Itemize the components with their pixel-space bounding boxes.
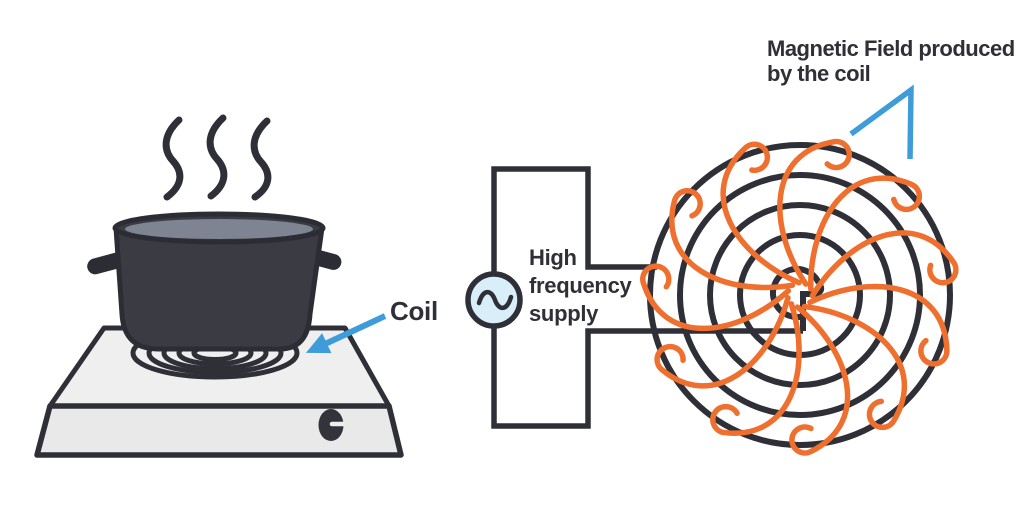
- sine-wave-icon: [476, 289, 514, 311]
- cooking-pot: [87, 211, 342, 352]
- circuit-wires: [491, 166, 803, 429]
- magnetic-field-lines: [640, 138, 959, 456]
- pot-rim-inner: [125, 219, 313, 239]
- magnetic-field-label: Magnetic Field produced by the coil: [767, 36, 1015, 86]
- stove-front-panel: [34, 403, 404, 458]
- pot-body: [113, 225, 325, 352]
- stovetop-coil: [130, 326, 300, 380]
- high-frequency-supply-label: High frequency supply: [529, 245, 632, 326]
- ac-sine-source-icon: [465, 271, 523, 329]
- coil-pointer-arrow: [305, 313, 387, 354]
- steam-icon: [162, 114, 272, 201]
- field-pointer-lines: [849, 84, 914, 160]
- stove-knob: [318, 409, 346, 441]
- coil-label: Coil: [390, 296, 438, 326]
